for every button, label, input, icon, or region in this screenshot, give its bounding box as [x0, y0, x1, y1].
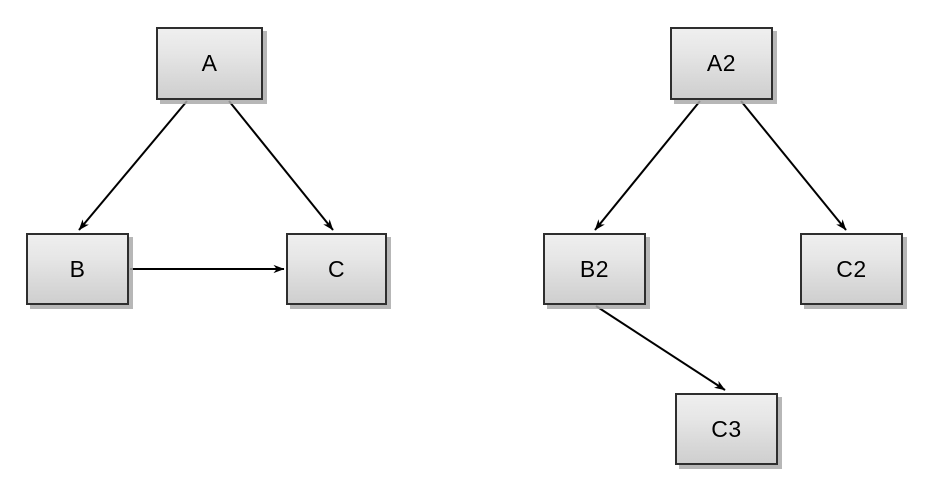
node-label: C3: [711, 415, 742, 442]
edge-a2-to-b2: [594, 100, 701, 231]
node-b[interactable]: B: [26, 233, 129, 305]
node-c3[interactable]: C3: [675, 393, 778, 465]
node-c2[interactable]: C2: [800, 233, 903, 305]
edges-group: [78, 100, 847, 391]
node-c[interactable]: C: [286, 233, 387, 305]
node-label: A: [201, 50, 218, 76]
edge-a2-to-c2: [740, 100, 847, 231]
edge-a-to-c: [228, 100, 334, 231]
node-label: B: [69, 255, 86, 282]
node-a[interactable]: A: [156, 27, 263, 100]
node-label: B2: [579, 255, 610, 282]
node-label: A2: [706, 50, 737, 76]
node-a2[interactable]: A2: [670, 27, 773, 100]
edge-b2-to-c3: [595, 305, 726, 391]
node-b2[interactable]: B2: [543, 233, 646, 305]
edge-a-to-b: [78, 100, 188, 231]
node-label: C2: [836, 255, 867, 282]
node-label: C: [327, 255, 346, 282]
